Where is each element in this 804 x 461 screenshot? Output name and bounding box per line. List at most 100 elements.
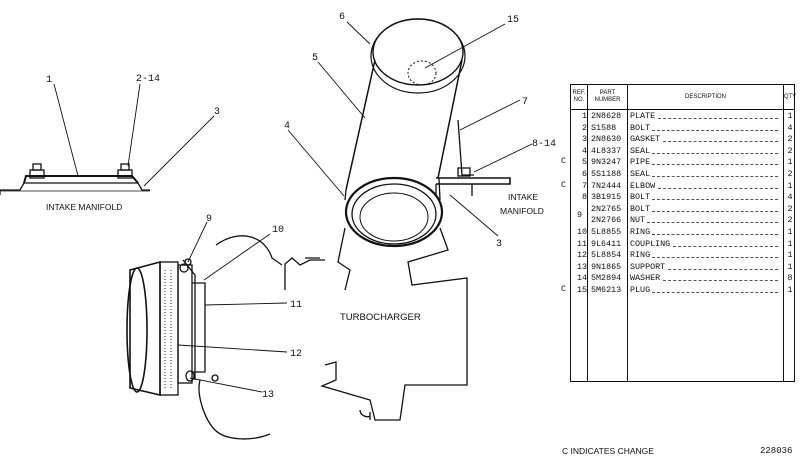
table-row: 5 9N3247 PIPE 1	[571, 157, 794, 169]
row-description: SEAL	[630, 169, 651, 179]
row-part-number: 9N3247	[591, 157, 622, 168]
dot-leader	[662, 141, 778, 143]
callouts: 1 2-14 3 4 5 6 15 7 8-14 3 9 10 11 12 13	[46, 12, 556, 401]
row-part-number: 5L8854	[591, 250, 622, 261]
header-part-number: PART NUMBER	[594, 90, 621, 103]
row-qty: 1	[787, 261, 793, 272]
row-part-number: 2N2765	[591, 203, 622, 214]
row-description: PLUG	[630, 285, 651, 295]
row-ref-no: 10	[576, 227, 587, 237]
change-indicator-note: C INDICATES CHANGE	[562, 446, 654, 456]
row-part-number: 4L8337	[591, 145, 622, 156]
elbow	[435, 119, 511, 196]
table-header: REF. NO. PART NUMBER DESCRIPTION QTY	[571, 85, 797, 110]
row-qty: 1	[787, 180, 793, 191]
dot-leader	[652, 164, 778, 166]
row-part-number: S1588	[591, 122, 617, 133]
row-ref-no: 15	[576, 285, 587, 295]
row-description: COUPLING	[630, 238, 671, 249]
row-qty: 1	[787, 250, 793, 261]
row-description: NUT	[630, 215, 646, 226]
callout-10: 10	[272, 225, 284, 236]
dot-leader	[652, 129, 778, 131]
row-part-number: 5M6213	[591, 285, 622, 295]
row-description: SEAL	[630, 145, 651, 156]
row-ref-no: 1	[581, 111, 587, 121]
label-turbocharger: TURBOCHARGER	[340, 312, 421, 323]
dot-leader	[657, 118, 778, 119]
exploded-parts-drawing: 1 2-14 3 4 5 6 15 7 8-14 3 9 10 11 12 13…	[0, 12, 556, 440]
row-part-number: 3B1915	[591, 192, 622, 203]
row-description: GASKET	[630, 134, 661, 145]
row-part-number: 2N8630	[591, 134, 622, 145]
row-ref-no: 13	[576, 261, 587, 272]
callout-3-right: 3	[496, 239, 502, 250]
table-row: 6 5S1188 SEAL 2	[571, 169, 794, 181]
label-intake-right-line2: MANIFOLD	[500, 206, 544, 216]
row-qty: 4	[787, 192, 793, 203]
callout-12: 12	[290, 349, 302, 360]
drawing-number: 228036	[760, 446, 793, 456]
row-ref-no: 6	[581, 169, 587, 179]
change-indicator: C	[561, 284, 567, 294]
row-ref-no: 4	[581, 145, 587, 156]
row-qty: 2	[787, 169, 793, 179]
dot-leader	[657, 187, 778, 189]
header-ref-no: REF. NO.	[572, 90, 586, 103]
divider-part	[627, 85, 628, 381]
row-description: BOLT	[630, 192, 651, 203]
callout-4: 4	[284, 121, 290, 132]
row-qty: 1	[787, 157, 793, 168]
callout-8-14: 8-14	[532, 139, 556, 150]
table-row: 8 3B1915 BOLT 4	[571, 192, 794, 204]
row-qty: 2	[787, 215, 793, 226]
row-ref-no: 11	[576, 238, 587, 249]
row-ref-no-merged: 9	[577, 209, 583, 220]
row-ref-no: 7	[581, 180, 587, 191]
coupling-assembly	[126, 258, 219, 397]
row-ref-no: 2	[581, 122, 587, 133]
change-indicator: C	[561, 156, 567, 167]
row-ref-no: 14	[576, 273, 587, 284]
row-ref-no: 5	[581, 157, 587, 168]
callout-11: 11	[290, 300, 302, 311]
callout-9: 9	[206, 214, 212, 225]
row-ref-no: 3	[581, 134, 587, 145]
header-qty: QTY	[783, 93, 797, 100]
callout-6: 6	[339, 12, 345, 23]
row-ref-no: 8	[581, 192, 587, 203]
row-description: BOLT	[630, 122, 651, 133]
table-row: 2N2766 NUT 2	[571, 215, 794, 227]
callout-7: 7	[522, 97, 528, 108]
dot-leader	[652, 292, 778, 293]
intake-manifold-left	[0, 163, 150, 195]
turbocharger	[198, 227, 468, 440]
row-ref-no: 12	[576, 250, 587, 261]
row-qty: 2	[787, 145, 793, 156]
row-part-number: 5S1188	[591, 169, 622, 179]
row-part-number: 9L6411	[591, 238, 622, 249]
row-description: ELBOW	[630, 180, 656, 191]
row-part-number: 5M2894	[591, 273, 622, 284]
row-part-number: 7N2444	[591, 180, 622, 191]
leader-lines	[53, 21, 533, 393]
row-qty: 2	[787, 203, 793, 214]
row-description: PIPE	[630, 157, 651, 168]
row-description: BOLT	[630, 203, 651, 214]
table-row: 4 4L8337 SEAL 2	[571, 146, 794, 158]
row-qty: 1	[787, 227, 793, 237]
dot-leader	[652, 210, 778, 212]
dot-leader	[652, 257, 778, 259]
row-part-number: 2N2766	[591, 215, 622, 226]
row-description: WASHER	[630, 273, 661, 284]
row-description: PLATE	[630, 111, 656, 121]
